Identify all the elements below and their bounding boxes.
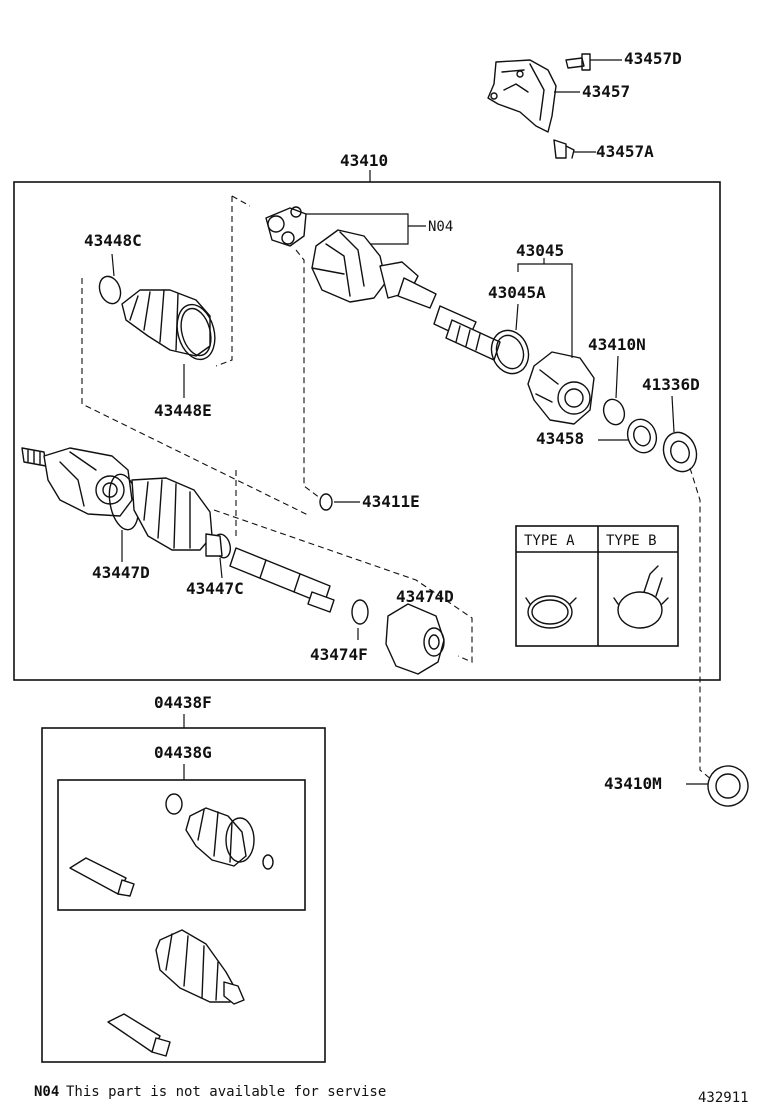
main-assembly-frame [13, 181, 721, 681]
label-43457A[interactable]: 43457A [596, 142, 654, 161]
boot-kit-frame-04438G [57, 779, 306, 911]
inboard-joint-housing[interactable] [311, 229, 437, 309]
label-43474D[interactable]: 43474D [396, 587, 454, 606]
outboard-joint[interactable] [43, 447, 133, 517]
bolt-43457A[interactable] [553, 139, 575, 159]
boot-clamp-43448E[interactable] [171, 300, 220, 363]
label-N04[interactable]: N04 [428, 219, 453, 235]
outboard-stub-shaft[interactable] [21, 447, 47, 467]
label-43448E[interactable]: 43448E [154, 401, 212, 420]
label-43457[interactable]: 43457 [582, 82, 630, 101]
type-a-label: TYPE A [524, 533, 575, 549]
seal-41336D[interactable] [658, 428, 702, 477]
label-04438F[interactable]: 04438F [154, 693, 212, 712]
inboard-boot[interactable] [121, 289, 211, 357]
kit-f-grease-tube[interactable] [107, 1013, 171, 1057]
footnote-code: N04 [34, 1084, 59, 1100]
label-43447C[interactable]: 43447C [186, 579, 244, 598]
bracket-43457[interactable] [487, 59, 557, 133]
outboard-boot[interactable] [131, 477, 213, 551]
clamp-type-a-drawing [525, 595, 577, 629]
label-04438G[interactable]: 04438G [154, 743, 212, 762]
clamp-43474F[interactable] [351, 599, 369, 625]
kit-g-boot[interactable] [165, 793, 274, 870]
label-43448C[interactable]: 43448C [84, 231, 142, 250]
label-43457D[interactable]: 43457D [624, 49, 682, 68]
label-41336D[interactable]: 41336D [642, 375, 700, 394]
bearing-43458[interactable] [623, 415, 661, 457]
snap-ring-43045A[interactable] [486, 325, 535, 379]
label-43045A[interactable]: 43045A [488, 283, 546, 302]
label-43411E[interactable]: 43411E [362, 492, 420, 511]
label-43447D[interactable]: 43447D [92, 563, 150, 582]
kit-f-boot[interactable] [155, 929, 245, 1005]
snap-ring-43410N[interactable] [600, 396, 628, 427]
inboard-shaft[interactable] [433, 305, 501, 361]
diagram-id: 432911 [698, 1090, 749, 1106]
label-43458[interactable]: 43458 [536, 429, 584, 448]
label-43410[interactable]: 43410 [340, 151, 388, 170]
dynamic-damper-43474D[interactable] [385, 603, 445, 675]
type-b-label: TYPE B [606, 533, 657, 549]
tripod-joint-part[interactable] [265, 206, 307, 247]
boot-clamp-43448C[interactable] [96, 273, 124, 306]
snap-ring-43411E[interactable] [319, 493, 333, 511]
label-43474F[interactable]: 43474F [310, 645, 368, 664]
seal-43410M[interactable] [702, 760, 753, 811]
kit-g-grease-tube[interactable] [69, 857, 135, 897]
drive-shaft-bar[interactable] [229, 547, 335, 613]
type-table: TYPE A TYPE B [515, 525, 679, 647]
boot-kit-frame-04438F [41, 727, 326, 1063]
footnote-text: This part is not available for servise [66, 1084, 386, 1100]
label-43410N[interactable]: 43410N [588, 335, 646, 354]
label-43045[interactable]: 43045 [516, 241, 564, 260]
clamp-type-b-drawing [613, 565, 669, 629]
bolt-43457D[interactable] [565, 53, 591, 71]
bearing-bracket-43045[interactable] [527, 351, 595, 425]
label-43410M[interactable]: 43410M [604, 774, 662, 793]
